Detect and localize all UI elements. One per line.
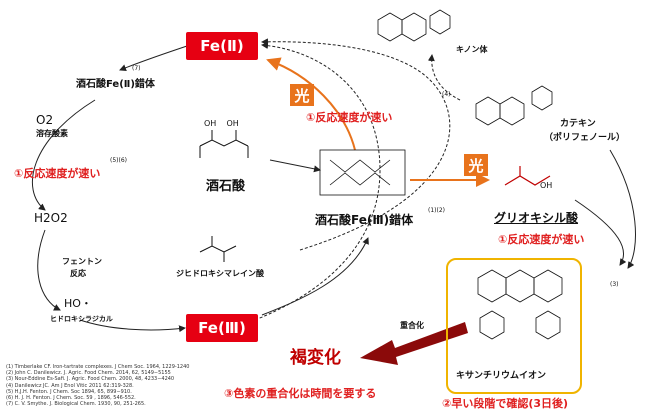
polymer-time-label: ③色素の重合化は時間を要する [224,387,377,400]
arrow-h2o2-to-ho [37,229,61,311]
ho-radical: HO・ [64,297,92,310]
arrow-complex-to-h2o2 [31,99,96,211]
catechin-label-1: カテキン [560,119,596,129]
fenton-label-2: 反応 [70,269,86,278]
arrow-glyoxylic-to-xanthylium [574,199,627,266]
o2-label: O2 [36,113,54,127]
reference-item: (4) Danilewicz JC. Am J Enol Vitic 2011 … [6,382,134,389]
glyoxylic-acid-label: グリオキシル酸 [494,211,579,225]
xanthylium-box [446,258,582,394]
polymerization-label: 重合化 [400,321,424,330]
ref-4: (4) [442,91,451,98]
tartaric-acid-structure [199,130,249,158]
light-badge-right: 光 [464,154,488,176]
reference-item: (3) Nour-Eddine Es-Safi. J. Agric. Food … [6,376,175,383]
glyoxylic-acid-structure [504,166,551,186]
catechin-structure [475,85,553,126]
fe2-complex-label: 酒石酸Fe(Ⅱ)錯体 [76,79,155,90]
xanthylium-label: キサンチリウムイオン [456,371,547,381]
arrow-fe2-to-complex [119,44,191,72]
hydroxyl-radical-label: ヒドロキシラジカル [50,315,113,323]
fe2-complex-ref: (7) [132,65,141,72]
arrow-tartaric-to-complex [269,159,321,173]
reference-item: (1) Timberlake CF. Iron-tartrate complex… [6,364,190,370]
rate-fast-left: ①反応速度が速い [14,167,101,180]
dhm-label: ジヒドロキシマレイン酸 [176,269,264,278]
fe3-complex-label: 酒石酸Fe(Ⅲ)錯体 [315,213,414,227]
arrow-complex-to-fe2-orange [266,57,356,151]
quinone-structure [377,9,451,42]
tartaric-oh-top: OH OH [204,119,239,128]
h2o2-label: H2O2 [34,211,68,225]
glyoxylic-oh: OH [540,181,553,190]
arrow-ho-to-fe3 [79,319,186,333]
rate-fast-glyoxylic: ①反応速度が速い [498,233,585,246]
arrow-xanthylium-to-browning [360,322,468,365]
reference-item: (5) H.J.H. Fenton. J Chem. Soc 1894, 65,… [6,388,132,395]
browning-label: 褐変化 [290,348,341,368]
fe3-complex-ref: (1)(2) [428,207,445,214]
references-list: (1) Timberlake CF. Iron-tartrate complex… [6,364,189,407]
reference-item: (7) C. V. Smythe. J. Biological Chem. 19… [6,401,146,408]
arrow-dhm-to-fe2-dashed [261,38,451,251]
dissolved-oxygen-label: 溶存酸素 [36,129,68,138]
fe2-box: Fe(Ⅱ) [186,32,258,60]
arrow-catechin-to-quinone [427,54,461,101]
early-confirm-label: ②早い段階で確認(3日後) [442,397,569,410]
reference-item: (2) John C. Danilewicz. J. Agric. Food C… [6,370,171,377]
fe3-box: Fe(Ⅲ) [186,314,258,342]
rate-fast-top: ①反応速度が速い [306,111,393,124]
light-badge-top: 光 [290,84,314,106]
arrow-fe3-to-fe2-dashed [254,42,381,321]
dihydroxymaleic-structure [199,236,237,262]
arrow-catechin-to-xanthylium [609,149,636,269]
fenton-label-1: フェントン [62,257,102,266]
refs-5-6: (5)(6) [110,157,127,164]
arrow-fe3-up-to-complex [261,237,369,316]
reference-item: (6) H. J. H. Fenton. J Chem. Soc. 59 , 1… [6,395,136,402]
quinone-label: キノン体 [456,45,488,54]
xanthylium-structure [477,269,563,340]
tartaric-acid-label: 酒石酸 [206,179,246,194]
ref-3: (3) [610,281,619,288]
catechin-label-2: （ポリフェノール） [544,133,626,143]
fe3-complex-structure [319,149,406,196]
